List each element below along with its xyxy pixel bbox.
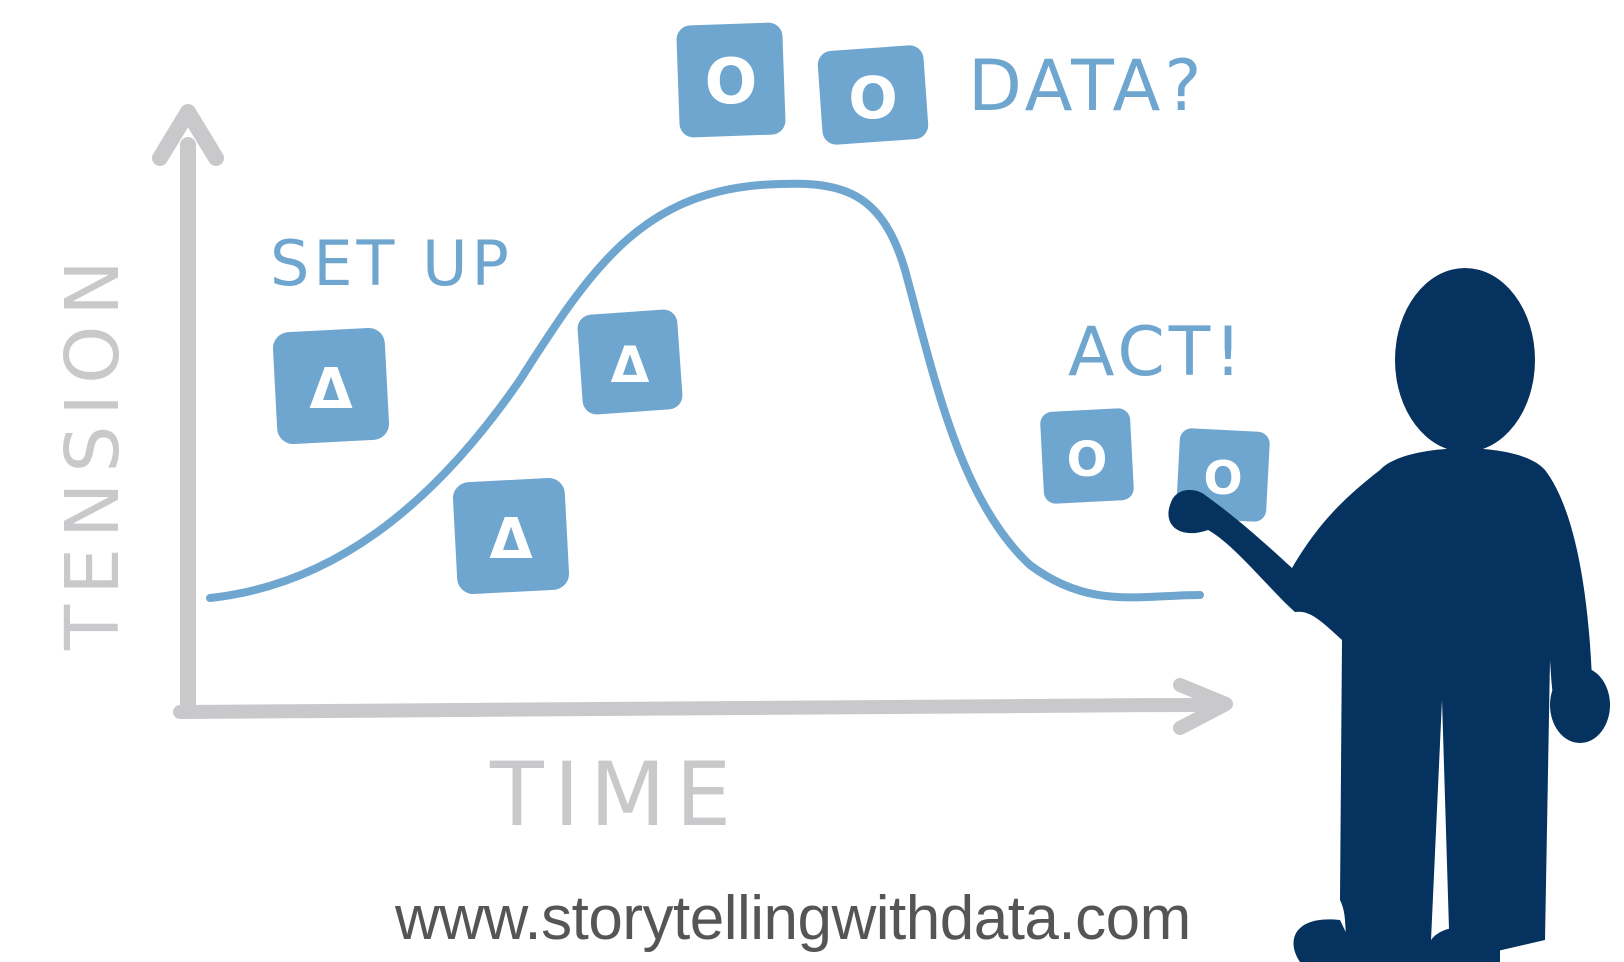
resolution-card-2-symbol: O [1203, 451, 1242, 505]
x-axis [173, 698, 1217, 719]
climax-card-2: O [817, 45, 929, 145]
tension-curve [206, 179, 1204, 602]
climax-card-2-symbol: O [848, 64, 897, 132]
climax-card-1: O [676, 22, 786, 138]
presenter-left-foot [1293, 919, 1360, 962]
setup-card-2-symbol: Δ [489, 507, 533, 572]
resolution-card-1-symbol: O [1067, 432, 1108, 488]
y-axis-label: TENSION [50, 250, 136, 651]
phase-label-setup: SET UP [270, 227, 513, 300]
presenter-right-hand [1550, 667, 1610, 743]
phase-label-climax: DATA? [968, 45, 1206, 127]
axes [152, 104, 1233, 735]
presenter-head [1395, 268, 1535, 452]
presenter-right-foot [1427, 925, 1500, 962]
x-axis-arrowhead [1173, 678, 1233, 735]
climax-card-1-symbol: O [705, 45, 758, 118]
setup-card-1: Δ [272, 327, 390, 445]
setup-card-3: Δ [577, 309, 683, 415]
resolution-card-1: O [1040, 408, 1134, 504]
footer-url[interactable]: www.storytellingwithdata.com [395, 884, 1191, 953]
x-axis-label: TIME [489, 743, 741, 846]
phase-label-resolution: ACT! [1068, 313, 1246, 392]
setup-card-1-symbol: Δ [309, 357, 353, 422]
setup-card-3-symbol: Δ [611, 336, 650, 394]
presenter-body [1168, 448, 1593, 962]
setup-card-2: Δ [452, 477, 570, 595]
presenter-figure [1168, 268, 1610, 962]
y-axis-arrowhead [152, 104, 224, 166]
